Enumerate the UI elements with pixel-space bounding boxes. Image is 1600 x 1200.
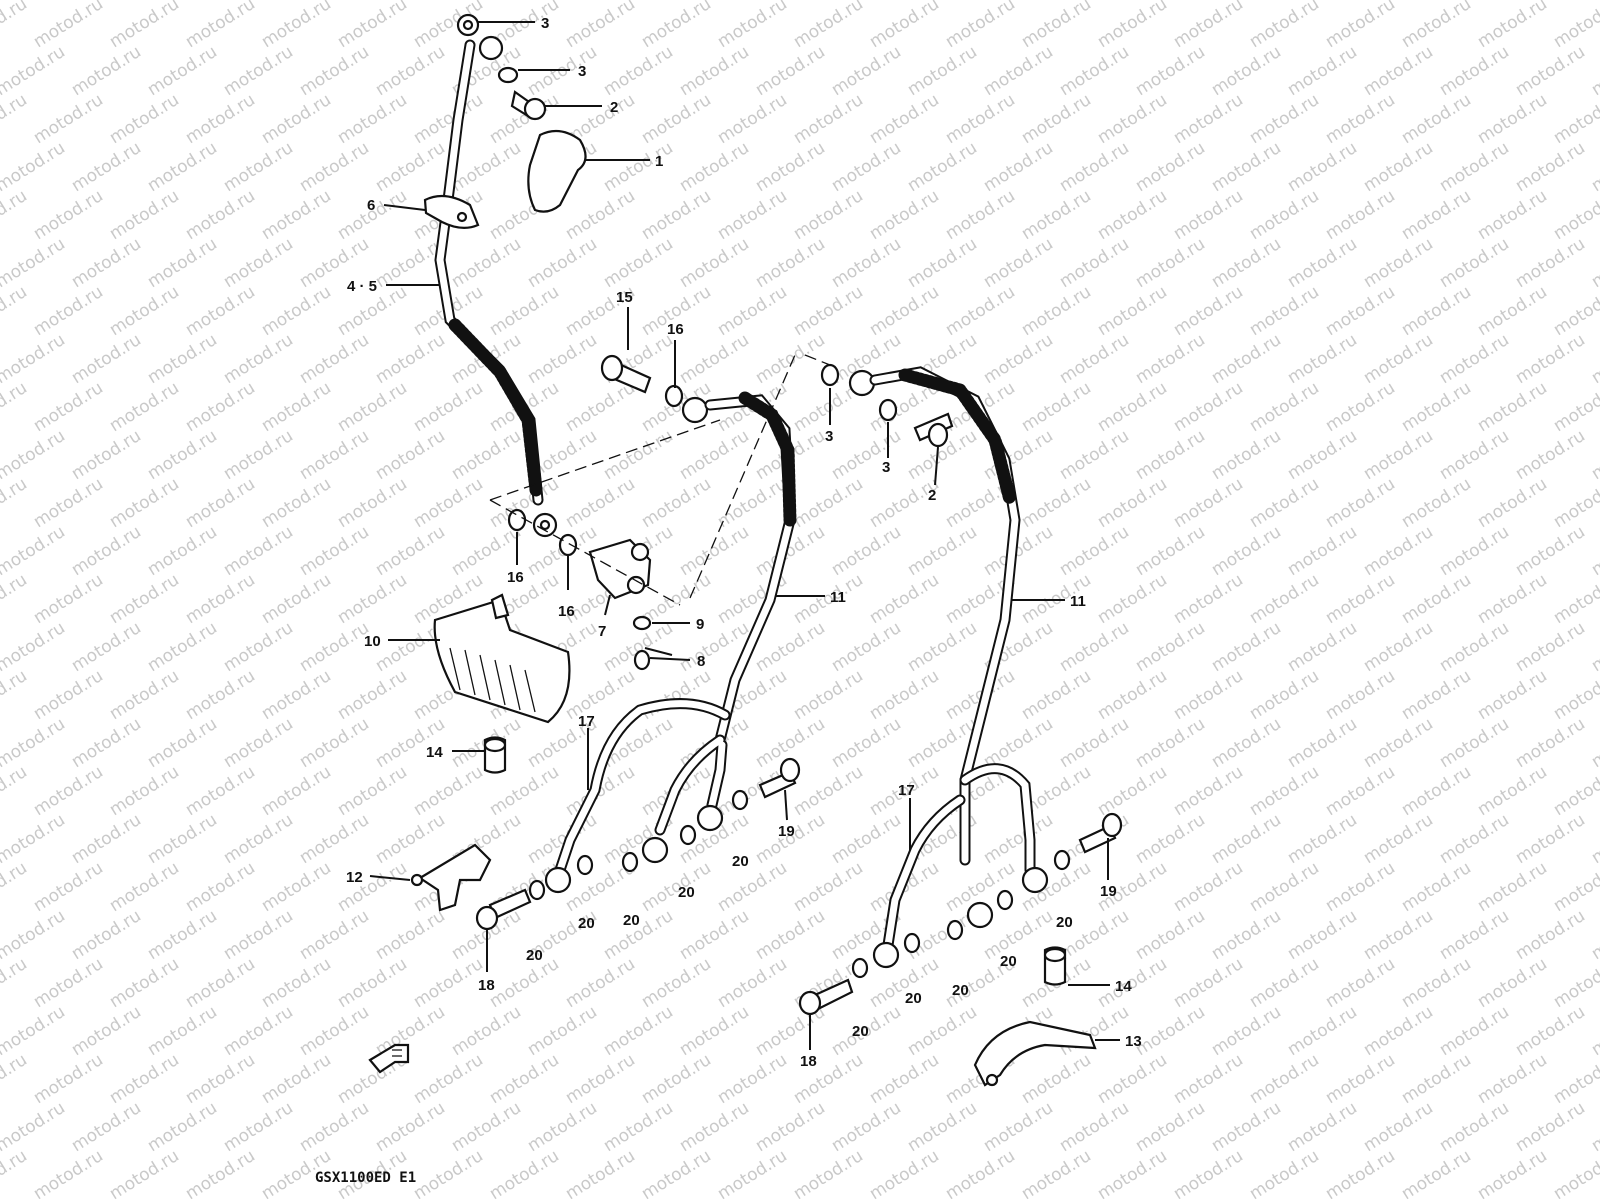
hose-clamp-right [973,1020,1097,1087]
union-bolt-upper [510,90,547,121]
callout-18: 18 [478,977,495,994]
callout-9: 9 [696,616,704,633]
callout-20: 20 [732,853,749,870]
union-bolt-15 [600,354,652,394]
callout-20: 20 [852,1023,869,1040]
callout-12: 12 [346,869,363,886]
union-bolt-19-right [1078,812,1123,854]
callout-20: 20 [1056,914,1073,931]
dashed-guide-lines [489,354,831,606]
washer-16-right [558,533,578,557]
bleeder-cap-right [1043,946,1067,986]
callout-3: 3 [541,15,549,32]
callout-20: 20 [952,982,969,999]
nut-9 [632,615,652,631]
washer-16-left [507,508,527,532]
callout-20: 20 [905,990,922,1007]
callout-16: 16 [507,569,524,586]
washers-20 [528,789,1071,979]
union-bolt-19-left [758,757,801,799]
callout-3: 3 [825,428,833,445]
callout-17: 17 [898,782,915,799]
banjo-fitting-left-main [681,396,709,424]
hose-clamp-left [410,843,492,912]
callout-1: 1 [655,153,663,170]
brake-hose-branch-right [882,763,1036,951]
washer-upper [497,66,519,84]
brake-hose-branch-left [554,698,731,876]
callout-20: 20 [678,884,695,901]
three-way-joint [588,538,652,600]
banjo-fitting-top [456,13,504,61]
front-direction-arrow-icon [368,1043,410,1074]
callout-15: 15 [616,289,633,306]
callout-leaders [369,21,1120,1050]
callout-14: 14 [426,744,443,761]
callout-20: 20 [623,912,640,929]
model-code-label: GSX1100ED E1 [315,1170,416,1186]
callout-19: 19 [778,823,795,840]
banjo-fittings-right-bottom [872,866,1049,969]
front-brake-hose-upper [434,39,544,506]
banjo-fitting-lower [532,512,558,538]
callout-11: 11 [1070,593,1086,610]
washer-3-right-a [820,363,840,387]
banjo-fittings-left-bottom [544,804,724,894]
callout-2: 2 [610,99,618,116]
callout-11: 11 [830,589,846,606]
callout-20: 20 [526,947,543,964]
callout-13: 13 [1125,1033,1142,1050]
callout-3: 3 [882,459,890,476]
callout-19: 19 [1100,883,1117,900]
callout-16: 16 [558,603,575,620]
callout-8: 8 [697,653,705,670]
callout-labels: 1 2 2 3 3 3 3 4 · 5 6 7 8 9 10 11 11 12 … [346,15,1142,1070]
front-brake-hose-left [704,391,797,746]
screw-8 [633,647,673,671]
heat-guard-cover [433,593,571,724]
callout-2: 2 [928,487,936,504]
callout-6: 6 [367,197,375,214]
bleeder-cap-left [483,736,507,774]
washer-3-right-b [878,398,898,422]
callout-3: 3 [578,63,586,80]
union-bolt-2-right [913,412,954,448]
washer-16-top [664,384,684,408]
bolt-cap [527,129,587,213]
callout-10: 10 [364,633,381,650]
union-bolt-18-left [475,888,532,931]
hose-clamp [423,194,480,229]
callout-20: 20 [1000,953,1017,970]
callout-16: 16 [667,321,684,338]
callout-17: 17 [578,713,595,730]
callout-20: 20 [578,915,595,932]
callout-4-5: 4 · 5 [347,278,377,295]
front-brake-hose-right [869,366,1021,866]
callout-18: 18 [800,1053,817,1070]
callout-7: 7 [598,623,606,640]
union-bolt-18-right [798,978,854,1016]
callout-14: 14 [1115,978,1132,995]
